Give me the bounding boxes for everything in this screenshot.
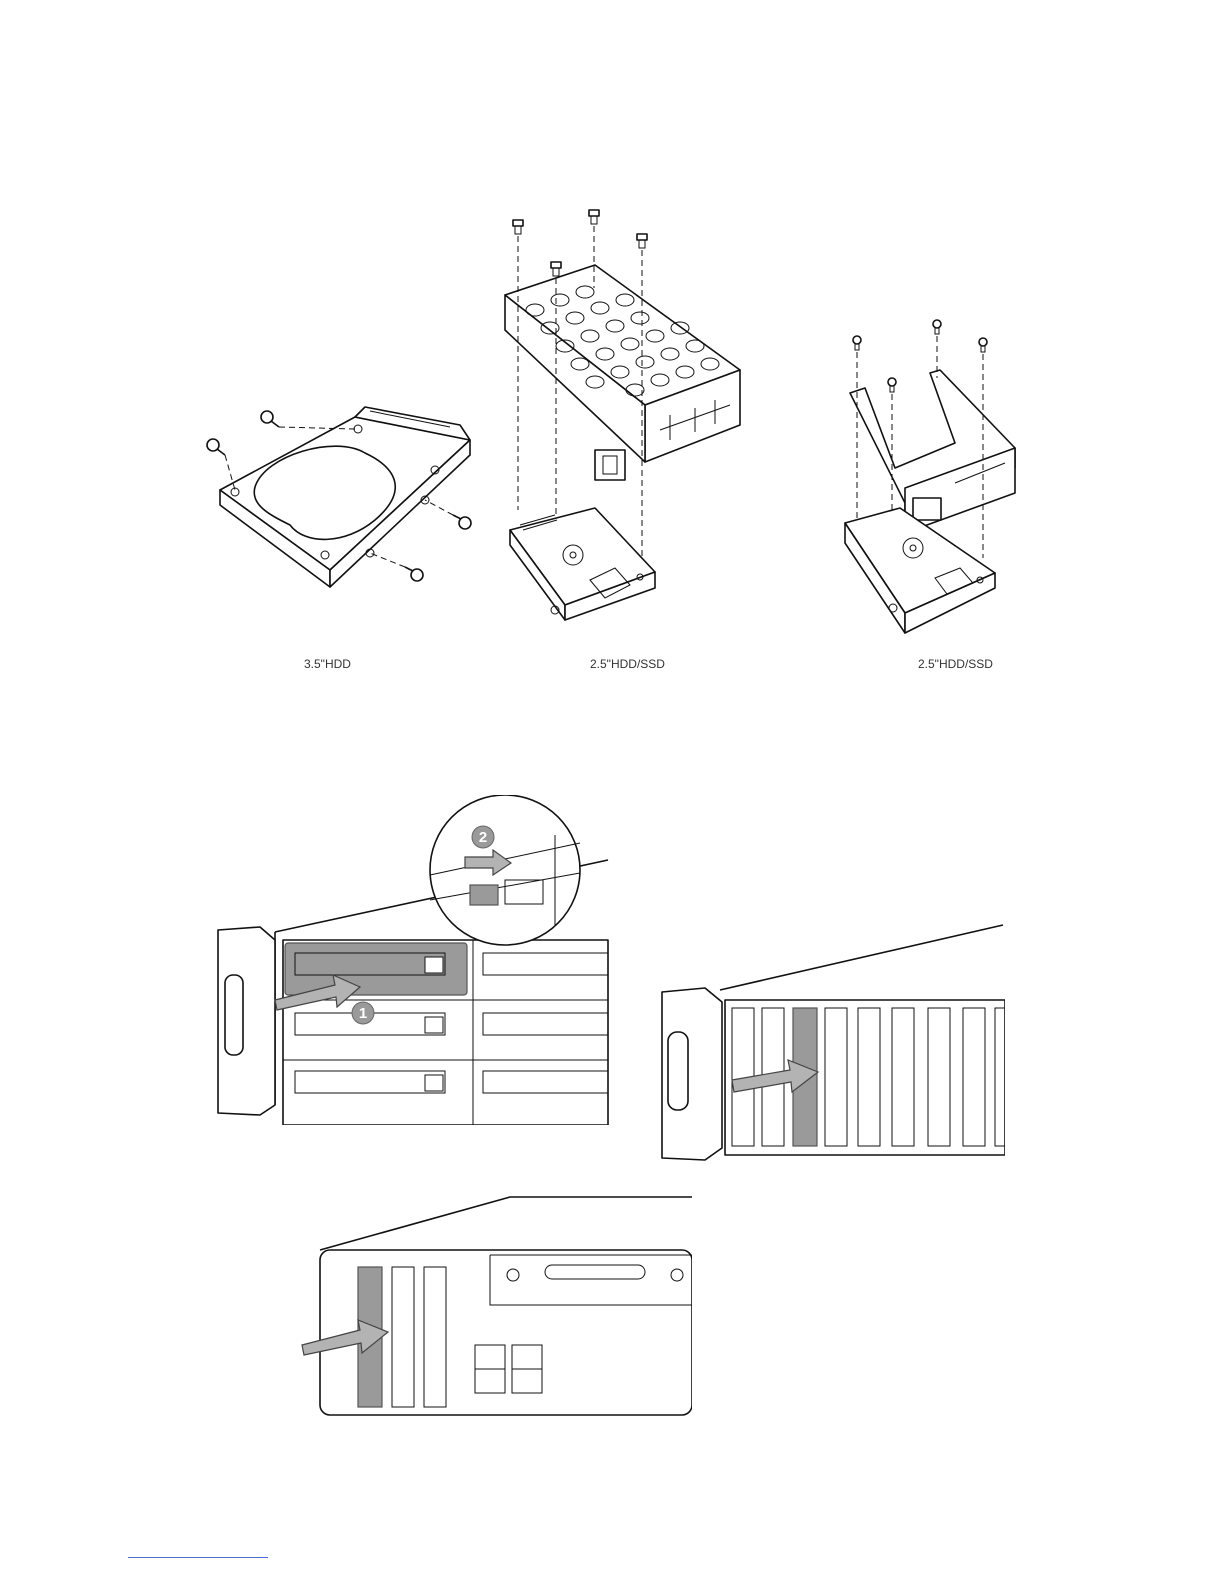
network-port-icon xyxy=(475,1345,505,1393)
screw-icon xyxy=(637,234,647,248)
screw-icon xyxy=(551,262,561,276)
svg-text:1: 1 xyxy=(359,1005,367,1022)
network-port-icon xyxy=(512,1345,542,1393)
ssd25-bracket-diagram xyxy=(835,318,1035,648)
screw-icon xyxy=(261,411,279,427)
caption-ssd25-bracket: 2.5"HDD/SSD xyxy=(918,657,993,671)
step-2-badge: 2 xyxy=(472,826,494,848)
chassis-rear-bays-diagram xyxy=(300,1195,692,1420)
chassis-2u-insert-diagram: 1 2 xyxy=(215,795,610,1125)
screw-icon xyxy=(207,439,225,455)
caption-hdd35: 3.5"HDD xyxy=(304,657,351,671)
caption-ssd25-tray: 2.5"HDD/SSD xyxy=(590,657,665,671)
screw-icon xyxy=(513,220,523,234)
svg-text:2: 2 xyxy=(479,829,487,846)
screw-icon xyxy=(405,567,423,581)
screw-icon xyxy=(979,338,987,352)
step-1-badge: 1 xyxy=(352,1002,374,1024)
hdd-35-diagram xyxy=(195,395,485,600)
screw-icon xyxy=(933,320,941,334)
screw-icon xyxy=(853,336,861,350)
ssd25-tray-diagram xyxy=(495,200,755,650)
screw-icon xyxy=(453,515,471,529)
chassis-vertical-bays-diagram xyxy=(660,920,1005,1165)
screw-icon xyxy=(589,210,599,224)
footer-rule xyxy=(128,1557,268,1558)
screw-icon xyxy=(888,378,896,392)
